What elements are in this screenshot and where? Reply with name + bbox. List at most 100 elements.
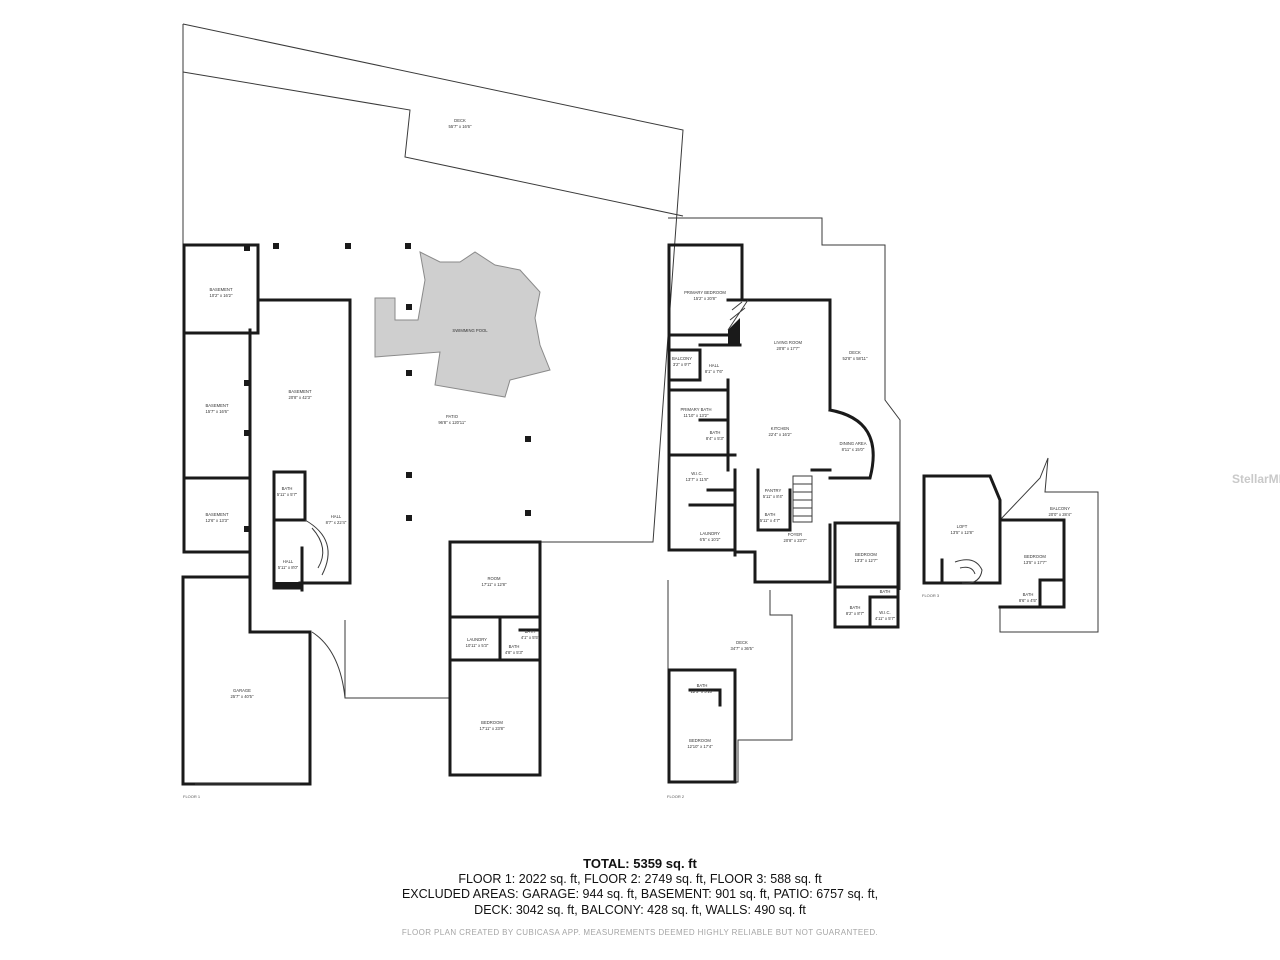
balcony-f3-label: BALCONY [1050,506,1070,511]
patio-label: PATIO [446,414,459,419]
room-label: ROOM [487,576,501,581]
laundry-f2-dims: 6'5" x 10'2" [700,537,721,542]
floor-1-plan: DECK 55'7" x 16'6" BASEMENT 10'2" x 16'2… [181,23,684,799]
deck-f2b-outline [667,580,793,783]
foyer-dims: 20'8" x 23'7" [784,538,807,543]
floor-1-label: FLOOR 1 [183,794,201,799]
bath-f2a-dims: 8'4" x 5'3" [706,436,725,441]
basement-3-dims: 12'6" x 13'3" [206,518,229,523]
laundry-f2-label: LAUNDRY [700,531,720,536]
deck-f2-outline [668,217,901,590]
bath-f2a-label: BATH [710,430,721,435]
patio-dims: 96'8" x 120'11" [438,420,466,425]
pantry-dims: 5'11" x 8'4" [763,494,784,499]
dining-area-label: DINING AREA [840,441,867,446]
bedroom-f3-dims: 13'5" x 17'7" [1024,560,1047,565]
bath-f2b-label: BATH [765,512,776,517]
bedroom-f2b-walls [667,668,737,784]
basement-main-label: BASEMENT [288,389,311,394]
pantry-label: PANTRY [765,488,782,493]
dining-area-dims: 8'11" x 15'0" [842,447,865,452]
basement-2-dims: 15'7" x 16'6" [206,409,229,414]
living-room-label: LIVING ROOM [774,340,802,345]
stair-f2b [727,299,749,331]
loft-label: LOFT [957,524,968,529]
foyer-label: FOYER [788,532,802,537]
hall-f2-label: HALL [709,363,720,368]
bath-f1-label: BATH [282,486,293,491]
primary-bedroom-dims: 15'2" x 20'8" [694,296,717,301]
floor-3-walls [922,474,1066,609]
bath-f1b-label: BATH [525,629,536,634]
disclaimer: FLOOR PLAN CREATED BY CUBICASA APP. MEAS… [401,928,879,937]
hall-f2-dims: 8'1" x 7'6" [705,369,724,374]
primary-bedroom-label: PRIMARY BEDROOM [684,290,726,295]
bath-f1b-dims: 4'1" x 5'5" [521,635,540,640]
basement-1-label: BASEMENT [209,287,232,292]
deck-top-label: DECK [454,118,466,123]
primary-bath-dims: 11'10" x 13'2" [684,413,709,418]
laundry-f1-label: LAUNDRY [467,637,487,642]
garage-walls [181,575,312,786]
living-room-dims: 20'8" x 17'7" [777,346,800,351]
basement-1-dims: 10'2" x 16'2" [210,293,233,298]
bedroom-f2b-label: BEDROOM [689,738,711,743]
deck-top-dims: 55'7" x 16'6" [449,124,472,129]
deck-f2b-dims: 34'7" x 36'5" [731,646,754,651]
bedroom-f2a-walls [833,521,900,629]
garage-label: GARAGE [233,688,251,693]
bath-f2b-dims: 5'11" x 4'7" [760,518,781,523]
hall-f1a-label: HALL [331,514,342,519]
bath-f2e-dims: 12'5" x 5'10" [691,689,714,694]
bedroom-f2a-dims: 13'3" x 12'7" [855,558,878,563]
stair-f2 [792,475,813,523]
floor-2-walls [667,243,875,584]
wic-f2-label: W.I.C. [691,471,702,476]
deck-f2-dims: 52'8" x 58'11" [843,356,868,361]
bath-f1c-label: BATH [509,644,520,649]
floor-3-plan: LOFT 13'5" x 12'8" BALCONY 20'0" x 28'4"… [922,457,1099,633]
bath-f2d-label: BATH [880,589,891,594]
area-summary: TOTAL: 5359 sq. ft FLOOR 1: 2022 sq. ft,… [340,856,940,918]
basement-main-dims: 20'8" x 42'3" [289,395,312,400]
wic-f2b-dims: 4'11" x 5'7" [875,616,896,621]
bedroom-f2b-dims: 12'10" x 17'4" [687,744,713,749]
wic-f2b-label: W.I.C. [879,610,890,615]
bath-f1c-dims: 4'8" x 5'3" [505,650,524,655]
garage-dims: 25'7" x 40'5" [231,694,254,699]
bath-f2c-dims: 8'2" x 8'7" [846,611,865,616]
basement-3-label: BASEMENT [205,512,228,517]
bedroom-f3-label: BEDROOM [1024,554,1046,559]
room-dims: 17'11" x 12'8" [482,582,507,587]
floor-2-plan: PRIMARY BEDROOM 15'2" x 20'8" BALCONY 3'… [667,217,901,799]
primary-bath-label: PRIMARY BATH [681,407,712,412]
spiral-stair-f3 [954,559,983,584]
floor-areas: FLOOR 1: 2022 sq. ft, FLOOR 2: 2749 sq. … [458,871,822,886]
patio-curve [311,631,346,699]
basement-2-label: BASEMENT [205,403,228,408]
bedroom-f1-dims: 17'11" x 23'8" [480,726,505,731]
floor-2-label: FLOOR 2 [667,794,685,799]
deck-f2b-label: DECK [736,640,748,645]
excluded-areas-cont: DECK: 3042 sq. ft, BALCONY: 428 sq. ft, … [474,902,806,917]
pool-label: SWIMMING POOL [452,328,488,333]
bedroom-f2a-label: BEDROOM [855,552,877,557]
bath-f3-dims: 8'6" x 4'5" [1019,598,1038,603]
deck-f2-label: DECK [849,350,861,355]
spiral-stair [304,519,329,576]
balcony-f3-dims: 20'0" x 28'4" [1049,512,1072,517]
stair-landing [274,582,302,588]
laundry-f1-dims: 10'11" x 5'3" [466,643,489,648]
loft-dims: 13'5" x 12'8" [951,530,974,535]
bath-f1-dims: 5'11" x 5'7" [277,492,298,497]
basement-main-walls [248,298,352,587]
kitchen-dims: 22'4" x 16'2" [769,432,792,437]
bath-f2e-label: BATH [697,683,708,688]
patio-posts [244,243,531,532]
balcony-f2-label: BALCONY [672,356,692,361]
bath-f3-label: BATH [1023,592,1034,597]
hall-f1b-dims: 5'11" x 8'0" [278,565,299,570]
fireplace [728,318,740,345]
floor-3-label: FLOOR 3 [922,593,940,598]
